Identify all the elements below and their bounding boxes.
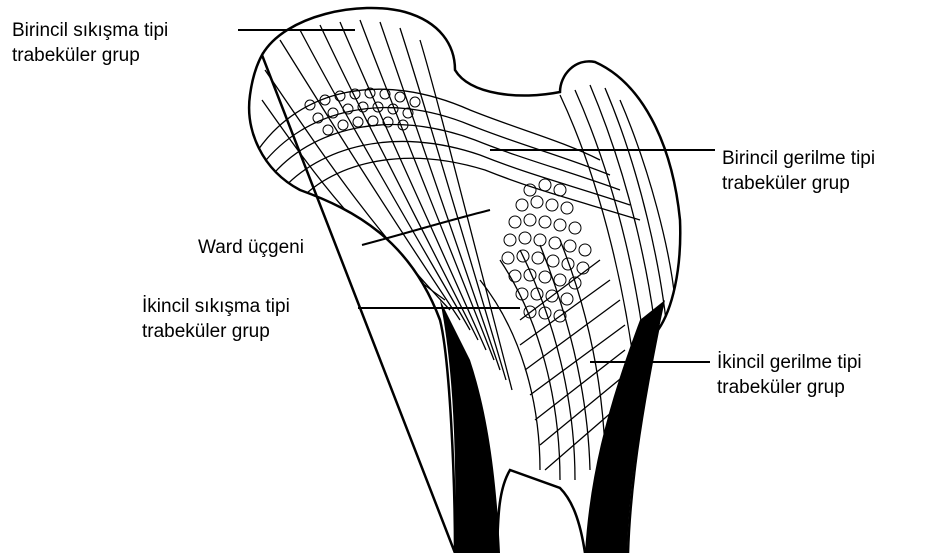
label-secondary-compressive-line1: İkincil sıkışma tipi	[142, 294, 290, 319]
label-secondary-tensile-line2: trabeküler grup	[717, 375, 862, 400]
label-primary-tensile-line1: Birincil gerilme tipi	[722, 146, 875, 171]
label-secondary-tensile-line1: İkincil gerilme tipi	[717, 350, 862, 375]
medial-cortex	[440, 300, 500, 553]
label-ward-triangle-line1: Ward üçgeni	[198, 235, 304, 260]
lateral-cortex	[585, 300, 665, 553]
label-secondary-tensile: İkincil gerilme tipi trabeküler grup	[717, 350, 862, 400]
label-primary-compressive: Birincil sıkışma tipi trabeküler grup	[12, 18, 168, 68]
label-primary-tensile-line2: trabeküler grup	[722, 171, 875, 196]
label-secondary-compressive: İkincil sıkışma tipi trabeküler grup	[142, 294, 290, 344]
label-primary-compressive-line2: trabeküler grup	[12, 43, 168, 68]
label-primary-compressive-line1: Birincil sıkışma tipi	[12, 18, 168, 43]
label-primary-tensile: Birincil gerilme tipi trabeküler grup	[722, 146, 875, 196]
label-ward-triangle: Ward üçgeni	[198, 235, 304, 260]
femur-bone	[249, 8, 680, 553]
label-secondary-compressive-line2: trabeküler grup	[142, 319, 290, 344]
